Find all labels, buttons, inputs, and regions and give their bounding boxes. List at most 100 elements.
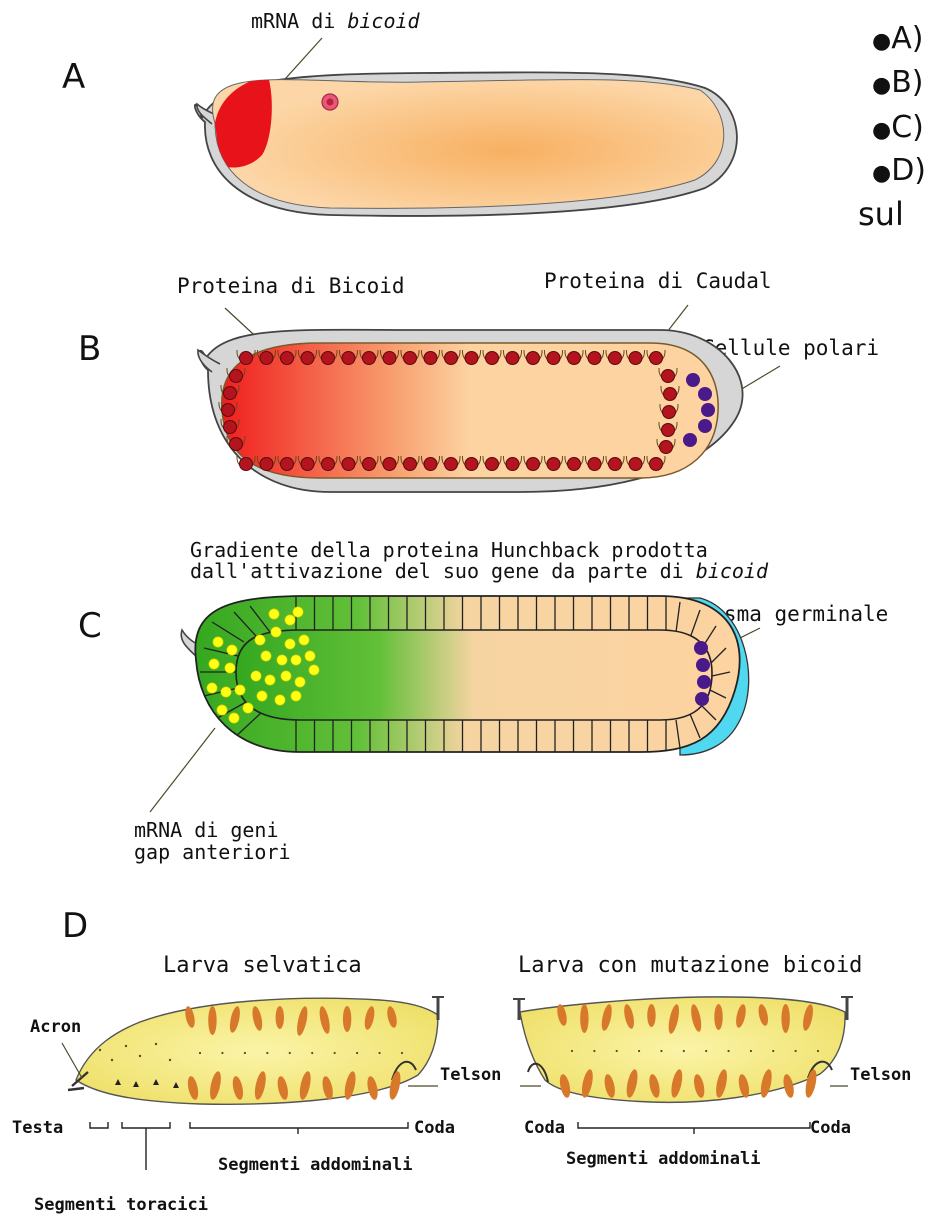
denticle-band [208,1006,216,1035]
denticle-dot [817,1050,819,1052]
panel-b-letter: B [78,329,101,369]
denticle-dot [616,1050,618,1052]
nucleus [547,352,560,365]
nucleus [660,441,673,454]
nucleus [301,458,314,471]
abdominal-label-mutant: Segmenti addominali [566,1149,760,1169]
nucleus [260,458,273,471]
right-bullet-list: ●A) ●B) ●C) ●D) sul [858,21,926,233]
bicoid-protein-label: Proteina di Bicoid [177,274,405,298]
panel-b: B Proteina di Bicoid Proteina di Caudal … [78,269,879,492]
panel-c-letter: C [78,606,102,646]
thoracic-bracket [122,1122,170,1170]
abdominal-bracket-wild [190,1122,408,1134]
wild-larva-title: Larva selvatica [163,953,362,978]
denticle-band [714,1004,722,1030]
denticle-dot [311,1052,313,1054]
nucleus [404,352,417,365]
nucleus [486,458,499,471]
nucleus [662,370,675,383]
pole-cell [695,692,709,706]
mrna-dot [225,663,235,673]
pole-cell [694,641,708,655]
hunchback-label-line2-gene: bicoid [696,559,769,583]
nucleus [547,458,560,471]
denticle-band [580,1004,588,1033]
nucleus [568,352,581,365]
nucleus [301,352,314,365]
nucleus [506,458,519,471]
denticle-dot [289,1052,291,1054]
coda-label-mutant-left: Coda [524,1118,565,1138]
nucleus [260,352,273,365]
bullet-b: ●B) [872,65,924,100]
bullet-a-text: A) [891,21,923,56]
mrna-dot [255,635,265,645]
nucleus [383,458,396,471]
nucleus [222,404,235,417]
testa-bracket [90,1122,108,1128]
nucleus [650,458,663,471]
nucleus [609,352,622,365]
mrna-dot [227,645,237,655]
mrna-dot [271,627,281,637]
abdominal-bracket-mutant [578,1122,810,1134]
nucleus [506,352,519,365]
mrna-dot [275,695,285,705]
nucleus [527,352,540,365]
pole-cell [697,675,711,689]
denticle-band [276,1006,284,1029]
gap-genes-label-line1: mRNA di geni [134,818,279,842]
denticle-dot [356,1052,358,1054]
testa-label: Testa [12,1118,63,1138]
nucleus [342,458,355,471]
nucleus [424,352,437,365]
telson-label-wild: Telson [440,1065,501,1085]
mutant-larva [513,996,853,1102]
nucleus [486,352,499,365]
abdominal-label-wild: Segmenti addominali [218,1155,412,1175]
mrna-dot [235,685,245,695]
bullet-d: ●D) [872,153,926,188]
denticle-dot [683,1050,685,1052]
nucleus [664,388,677,401]
denticle-dot [169,1059,171,1061]
pole-cell [683,433,697,447]
denticle-dot [155,1043,157,1045]
nucleus [609,458,622,471]
nucleus [230,370,243,383]
nucleus [629,352,642,365]
nucleus [662,424,675,437]
nucleus [663,406,676,419]
nucleus [224,387,237,400]
panel-a: A mRNA di bicoid [62,9,737,216]
nucleus [424,458,437,471]
coda-label-wild: Coda [414,1118,455,1138]
nucleus [568,458,581,471]
caudal-protein-label: Proteina di Caudal [544,269,772,293]
mrna-bicoid-label: mRNA di bicoid [251,9,421,33]
denticle-dot [334,1052,336,1054]
panel-a-letter: A [62,57,85,97]
nucleus [383,352,396,365]
nucleus [230,438,243,451]
denticle-dot [660,1050,662,1052]
mrna-dot [291,655,301,665]
denticle-dot [99,1049,101,1051]
nucleus [322,458,335,471]
denticle-dot [750,1050,752,1052]
nucleus [224,421,237,434]
mrna-dot [213,637,223,647]
telson-label-mutant: Telson [850,1065,911,1085]
panel-d: D Larva selvatica Larva con mutazione bi… [12,906,911,1215]
panel-d-letter: D [62,906,88,946]
mrna-dot [243,703,253,713]
mrna-dot [209,659,219,669]
bullet-b-text: B) [891,65,923,100]
denticle-dot [571,1050,573,1052]
mrna-dot [285,615,295,625]
denticle-dot [244,1052,246,1054]
mrna-dot [229,713,239,723]
nucleus [363,458,376,471]
